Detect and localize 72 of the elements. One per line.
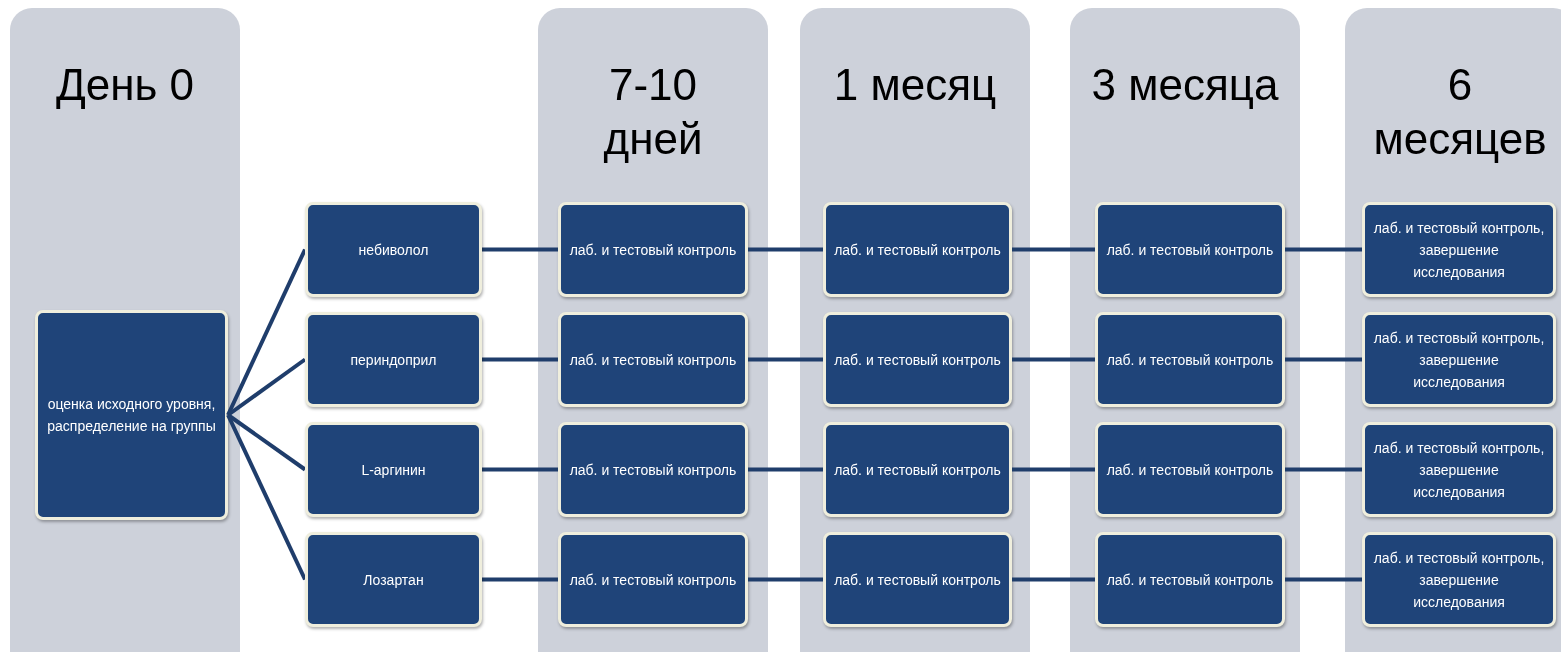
connector-line xyxy=(1012,467,1095,472)
timeline-column xyxy=(1345,8,1561,652)
step-box xyxy=(1095,532,1285,627)
step-label: лаб. и тестовый контроль xyxy=(834,350,1001,370)
timeline-column xyxy=(1070,8,1300,652)
step-box xyxy=(823,202,1012,297)
step-label: лаб. и тестовый контроль xyxy=(1106,240,1274,260)
step-box xyxy=(1362,202,1556,297)
step-label: лаб. и тестовый контроль xyxy=(569,240,737,260)
step-label: лаб. и тестовый контроль xyxy=(1106,460,1274,480)
step-label: периндоприл xyxy=(350,350,437,370)
connector-line xyxy=(226,248,307,416)
connector-line xyxy=(748,467,823,472)
step-label: лаб. и тестовый контроль, завершение исследования xyxy=(1373,438,1545,502)
step-label: лаб. и тестовый контроль, завершение исследования xyxy=(1373,548,1545,612)
timeline-column xyxy=(800,8,1030,652)
step-label: лаб. и тестовый контроль xyxy=(834,460,1001,480)
connector-line xyxy=(482,357,558,362)
step-label: оценка исходного уровня, распределение на группы xyxy=(46,395,217,436)
step-label: лаб. и тестовый контроль xyxy=(1106,350,1274,370)
connector-line xyxy=(1285,467,1362,472)
step-box xyxy=(558,532,748,627)
column-heading: День 0 xyxy=(55,59,195,111)
connector-line xyxy=(482,467,558,472)
connector-line xyxy=(226,357,307,417)
connector-line xyxy=(1012,247,1095,252)
connector-line xyxy=(748,577,823,582)
connector-line xyxy=(1285,247,1362,252)
step-box xyxy=(1362,422,1556,517)
step-box xyxy=(823,312,1012,407)
connector-line xyxy=(482,247,558,252)
connector-line xyxy=(1285,577,1362,582)
step-box xyxy=(1095,422,1285,517)
step-box xyxy=(558,422,748,517)
step-label: лаб. и тестовый контроль, завершение исследования xyxy=(1373,328,1545,392)
step-label: лаб. и тестовый контроль xyxy=(569,460,737,480)
connector-line xyxy=(226,414,307,581)
step-label: лаб. и тестовый контроль xyxy=(569,570,737,590)
step-box xyxy=(1362,312,1556,407)
timeline-column xyxy=(538,8,768,652)
connector-line xyxy=(1012,357,1095,362)
step-label: небиволол xyxy=(358,240,429,260)
connector-line xyxy=(748,357,823,362)
step-box xyxy=(823,532,1012,627)
step-label: Лозартан xyxy=(363,570,424,590)
column-heading: 3 месяца xyxy=(1091,59,1279,111)
column-heading: 7-10 дней xyxy=(602,59,704,165)
step-box xyxy=(305,202,482,297)
connector-line xyxy=(1012,577,1095,582)
timeline-column xyxy=(10,8,240,652)
step-box xyxy=(305,312,482,407)
step-label: лаб. и тестовый контроль xyxy=(569,350,737,370)
step-box xyxy=(1095,312,1285,407)
connector-line xyxy=(226,413,307,472)
column-heading: 6 месяцев xyxy=(1372,59,1548,165)
connector-line xyxy=(482,577,558,582)
step-box xyxy=(558,312,748,407)
step-box xyxy=(1362,532,1556,627)
connector-line xyxy=(1285,357,1362,362)
step-box xyxy=(305,532,482,627)
column-heading: 1 месяц xyxy=(833,59,997,111)
step-label: лаб. и тестовый контроль xyxy=(834,240,1001,260)
step-box xyxy=(1095,202,1285,297)
step-label: лаб. и тестовый контроль xyxy=(1106,570,1274,590)
connector-line xyxy=(748,247,823,252)
step-box xyxy=(35,310,228,520)
step-label: лаб. и тестовый контроль xyxy=(834,570,1001,590)
step-label: лаб. и тестовый контроль, завершение исследования xyxy=(1373,218,1545,282)
step-box xyxy=(305,422,482,517)
step-box xyxy=(823,422,1012,517)
step-label: L-аргинин xyxy=(361,460,426,480)
step-box xyxy=(558,202,748,297)
